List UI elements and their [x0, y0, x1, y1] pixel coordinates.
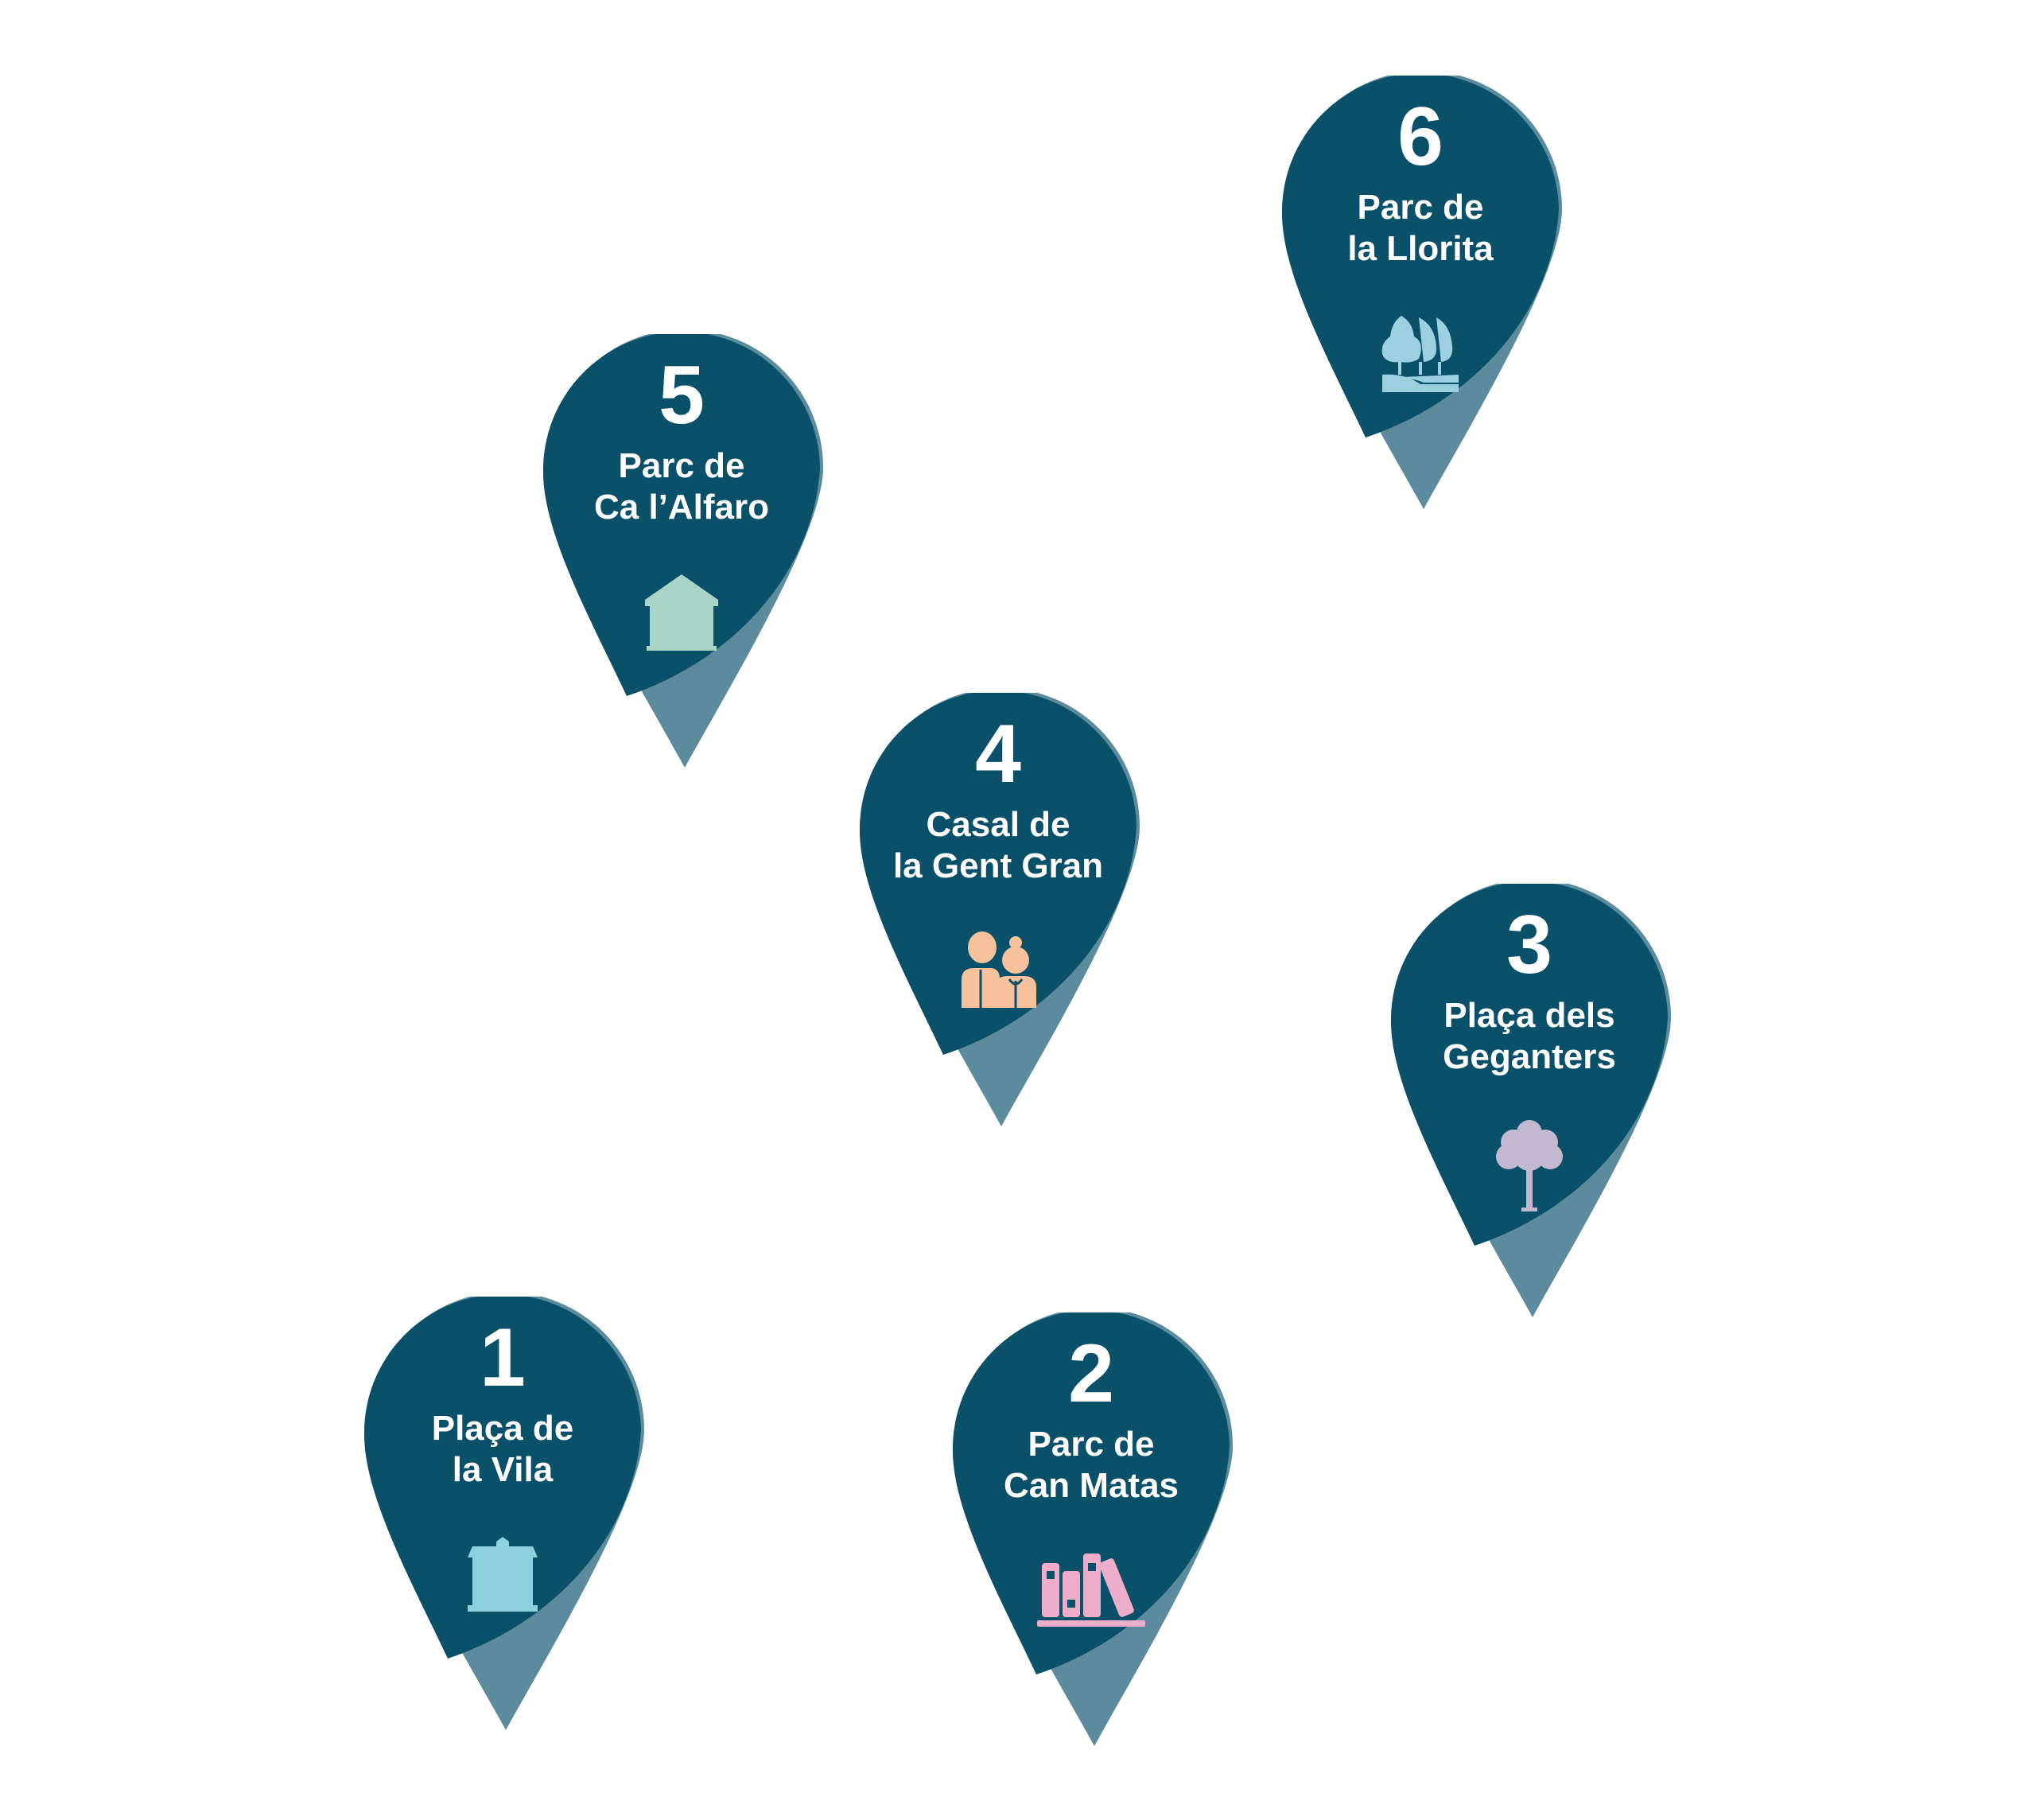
pin-number: 4	[975, 708, 1021, 800]
town-hall-icon	[468, 1537, 538, 1612]
pin-number: 3	[1506, 899, 1552, 991]
park-trees-icon	[1381, 316, 1459, 392]
books-icon	[1037, 1554, 1145, 1627]
tree-icon	[1496, 1120, 1563, 1211]
pin-number: 1	[480, 1312, 526, 1404]
house-icon	[645, 574, 718, 651]
pin-number: 6	[1397, 91, 1443, 183]
pin-number: 2	[1068, 1328, 1114, 1420]
elderly-people-icon	[962, 931, 1036, 1008]
pin-number: 5	[659, 349, 705, 441]
